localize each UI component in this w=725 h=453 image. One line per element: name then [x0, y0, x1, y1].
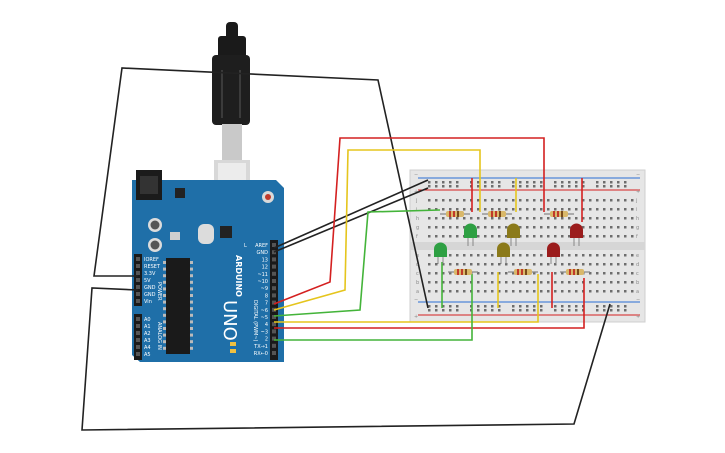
board-model: UNO — [219, 300, 240, 341]
power-section-label: POWER — [156, 282, 162, 301]
pin-label: A5 — [144, 352, 151, 358]
arduino-logo: ARDUINO — [234, 255, 243, 297]
green-wire-bottom — [274, 274, 473, 341]
red-led-bottom[interactable] — [547, 242, 560, 265]
green-wire-top — [273, 209, 441, 317]
arduino-uno-board: ARDUINO UNO DIGITAL (PWM~) POWER ANALOG … — [132, 170, 284, 362]
row-letter: f — [416, 234, 418, 240]
row-letter: d — [416, 262, 419, 268]
green-led-bottom[interactable] — [434, 242, 447, 265]
pin-label: AREF — [255, 243, 268, 249]
wires — [81, 67, 611, 431]
resistor-6 — [560, 269, 590, 275]
rail-sign: + — [414, 314, 418, 320]
pin-label: Vin — [144, 299, 152, 305]
resistor-5 — [508, 269, 538, 275]
black-wire-gnd-top-1 — [273, 179, 429, 249]
pin-label: IOREF — [144, 257, 159, 263]
digital-header — [270, 240, 278, 360]
row-letter: i — [636, 207, 637, 213]
pin-label: 13 — [262, 257, 268, 263]
usb-cable — [212, 22, 250, 193]
yellow-led-top[interactable] — [507, 223, 520, 246]
row-letter: a — [636, 289, 639, 295]
pin-label: GND — [257, 250, 269, 256]
red-wire-bottom — [274, 278, 585, 329]
resistor-2 — [482, 211, 512, 217]
atmega-chip — [166, 258, 190, 354]
green-led-top[interactable] — [464, 223, 477, 246]
pin-label: ~6 — [261, 308, 268, 314]
pin-label: 12 — [262, 265, 268, 271]
pin-label: 5V — [144, 278, 151, 284]
row-letter: e — [416, 253, 419, 259]
black-wire-gnd-loop — [93, 67, 429, 309]
row-letter: g — [416, 225, 419, 231]
row-letter: d — [636, 262, 639, 268]
pin-label: A4 — [144, 345, 151, 351]
pin-label: 8 — [265, 293, 268, 299]
pin-label: ~9 — [261, 286, 268, 292]
row-letter: j — [635, 198, 637, 204]
row-letter: c — [416, 271, 419, 277]
row-letter: j — [415, 198, 417, 204]
row-letter: c — [636, 271, 639, 277]
red-wire-top — [273, 137, 545, 305]
pin-label: A0 — [144, 317, 151, 323]
pin-label: A1 — [144, 324, 151, 330]
red-led-top[interactable] — [570, 223, 583, 246]
row-letter: f — [636, 234, 638, 240]
pin-label: RESET — [144, 264, 161, 270]
pin-label: TX→1 — [253, 344, 268, 350]
analog-header — [134, 314, 142, 360]
resistor-4 — [448, 269, 478, 275]
analog-section-label: ANALOG IN — [156, 322, 162, 350]
rail-sign: − — [636, 297, 640, 303]
crystal — [198, 224, 214, 244]
pin-label: A3 — [144, 338, 151, 344]
black-wire-gnd-top-2 — [273, 187, 429, 253]
row-letter: b — [636, 280, 639, 286]
pin-label: 2 — [265, 337, 268, 343]
pin-label: A2 — [144, 331, 151, 337]
rail-sign: − — [636, 172, 640, 178]
resistors — [440, 211, 590, 275]
rail-sign: + — [636, 189, 640, 195]
row-letter: a — [416, 289, 419, 295]
pin-label: ~3 — [261, 329, 268, 335]
row-letter: b — [416, 280, 419, 286]
rail-sign: − — [414, 297, 418, 303]
pin-label: ~11 — [257, 272, 268, 278]
row-letter: e — [636, 253, 639, 259]
yellow-led-bottom[interactable] — [497, 242, 510, 265]
led-l-label: L — [244, 243, 247, 249]
row-letter: h — [636, 216, 639, 222]
row-letter: g — [636, 225, 639, 231]
pin-label: 3.3V — [144, 271, 156, 277]
pin-label: GND — [144, 292, 156, 298]
yellow-wire-bottom — [274, 274, 539, 323]
row-letter: h — [416, 216, 419, 222]
center-channel — [410, 242, 645, 250]
pin-label: ~10 — [257, 279, 268, 285]
rail-sign: + — [414, 189, 418, 195]
black-wire-gnd-bottom — [81, 287, 611, 431]
pin-label: GND — [144, 285, 156, 291]
resistor-1 — [440, 211, 470, 217]
pin-label: 7 — [265, 301, 268, 307]
digital-section-label: DIGITAL (PWM~) — [252, 300, 258, 342]
pin-label: RX←0 — [254, 351, 268, 357]
yellow-wire-top — [273, 149, 481, 311]
rail-sign: − — [414, 172, 418, 178]
leds — [434, 223, 583, 265]
resistor-3 — [544, 211, 574, 217]
pin-label: 4 — [265, 322, 268, 328]
rail-sign: + — [636, 314, 640, 320]
pin-label: ~5 — [261, 315, 268, 321]
